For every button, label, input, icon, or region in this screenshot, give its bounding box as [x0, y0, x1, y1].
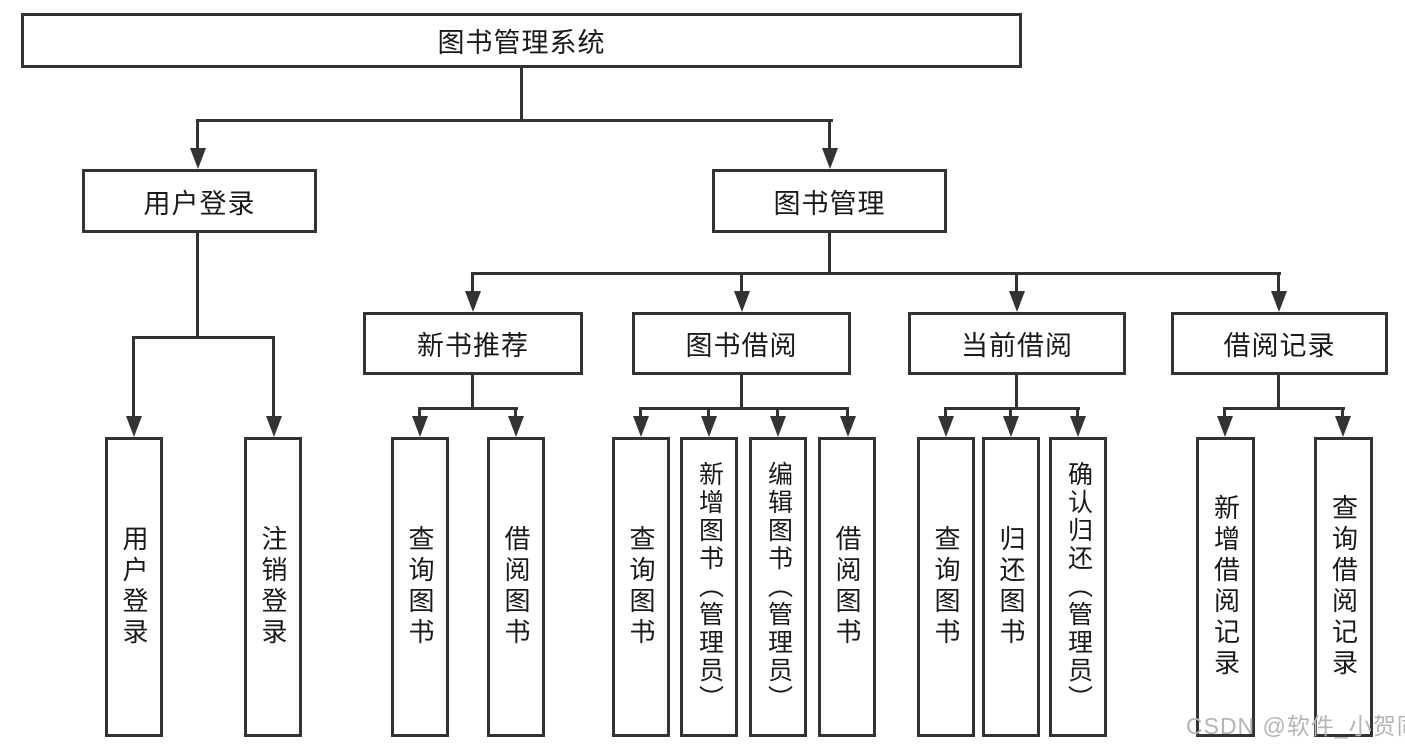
leaf-query-books-1: 查询图书 — [391, 437, 449, 737]
arrowhead-leaf-logout-icon — [266, 416, 282, 437]
edge-stem-userlogin — [196, 119, 199, 148]
arrowhead-current-icon — [1009, 291, 1025, 312]
arrowhead-g3-leaf1-icon — [938, 416, 954, 437]
edge-g2-stem2 — [707, 407, 710, 416]
leaf-query-books-3-label: 查询图书 — [931, 525, 961, 649]
arrowhead-g2-leaf4-icon — [840, 416, 856, 437]
leaf-edit-books-admin: 编辑图书（管理员） — [749, 437, 807, 737]
edge-root-rail — [197, 119, 833, 122]
edge-g1-stub — [471, 375, 474, 410]
leaf-confirm-return-admin-label: 确认归还（管理员） — [1064, 461, 1093, 713]
edge-bookmgmt-stub — [828, 232, 831, 274]
node-book-management: 图书管理 — [712, 169, 947, 233]
arrowhead-newbooks-icon — [465, 291, 481, 312]
edge-g3-rail — [944, 407, 1080, 410]
node-root-label: 图书管理系统 — [437, 28, 606, 58]
edge-g1-stem1 — [418, 407, 421, 416]
edge-stem-borrowing — [740, 272, 743, 291]
edge-stem-leaf-logout — [272, 336, 275, 416]
edge-g2-stem3 — [776, 407, 779, 416]
node-user-login-label: 用户登录 — [143, 188, 256, 219]
edge-g3-stem1 — [944, 407, 947, 416]
edge-stem-newbooks — [471, 272, 474, 291]
node-new-book-recommend-label: 新书推荐 — [417, 331, 529, 361]
leaf-borrow-books-1: 借阅图书 — [487, 437, 545, 737]
leaf-logout-label: 注销登录 — [258, 525, 288, 649]
leaf-user-login-label: 用户登录 — [119, 525, 149, 649]
watermark: CSDN @软件_小贺同学 — [1186, 713, 1405, 739]
arrowhead-bookmgmt-icon — [822, 148, 838, 169]
leaf-borrow-books-2: 借阅图书 — [818, 437, 876, 737]
node-user-login: 用户登录 — [82, 169, 317, 233]
edge-g3-stem2 — [1009, 407, 1012, 416]
node-borrowing-records: 借阅记录 — [1171, 312, 1388, 375]
node-book-borrowing-label: 图书借阅 — [685, 331, 798, 361]
edge-g2-stem4 — [846, 407, 849, 416]
arrowhead-borrowing-icon — [734, 291, 750, 312]
leaf-query-borrow-record-label: 查询借阅记录 — [1328, 494, 1359, 680]
arrowhead-userlogin-icon — [190, 148, 206, 169]
leaf-confirm-return-admin: 确认归还（管理员） — [1049, 437, 1107, 737]
node-new-book-recommend: 新书推荐 — [363, 312, 583, 375]
edge-g2-stub — [740, 375, 743, 410]
edge-root-stub — [520, 68, 523, 121]
arrowhead-g4-leaf2-icon — [1335, 416, 1351, 437]
edge-g4-rail — [1223, 407, 1345, 410]
leaf-query-books-1-label: 查询图书 — [405, 525, 435, 649]
arrowhead-leaf-login-icon — [126, 416, 142, 437]
leaf-add-books-admin-label: 新增图书（管理员） — [695, 461, 724, 713]
leaf-add-borrow-record: 新增借阅记录 — [1196, 437, 1255, 737]
arrowhead-g1-leaf2-icon — [508, 416, 524, 437]
leaf-return-books: 归还图书 — [982, 437, 1040, 737]
arrowhead-g1-leaf1-icon — [412, 416, 428, 437]
arrowhead-g4-leaf1-icon — [1217, 416, 1233, 437]
edge-g2-stem1 — [639, 407, 642, 416]
node-root: 图书管理系统 — [21, 13, 1022, 68]
edge-userlogin-stub — [196, 232, 199, 339]
edge-stem-current — [1015, 272, 1018, 291]
leaf-user-login: 用户登录 — [105, 437, 163, 737]
arrowhead-g2-leaf2-icon — [701, 416, 717, 437]
leaf-return-books-label: 归还图书 — [996, 525, 1026, 649]
node-current-borrowing-label: 当前借阅 — [961, 331, 1073, 361]
leaf-query-books-3: 查询图书 — [917, 437, 975, 737]
arrowhead-records-icon — [1271, 291, 1287, 312]
edge-g2-rail — [639, 407, 849, 410]
leaf-add-borrow-record-label: 新增借阅记录 — [1210, 494, 1241, 680]
edge-stem-bookmgmt — [828, 119, 831, 148]
arrowhead-g2-leaf1-icon — [633, 416, 649, 437]
leaf-logout: 注销登录 — [244, 437, 302, 737]
arrowhead-g3-leaf3-icon — [1070, 416, 1086, 437]
node-current-borrowing: 当前借阅 — [908, 312, 1126, 375]
leaf-query-books-2: 查询图书 — [612, 437, 670, 737]
node-book-management-label: 图书管理 — [773, 188, 886, 219]
edge-g3-stem3 — [1076, 407, 1079, 416]
edge-bookmgmt-rail — [471, 272, 1281, 275]
node-borrowing-records-label: 借阅记录 — [1223, 331, 1336, 361]
leaf-edit-books-admin-label: 编辑图书（管理员） — [764, 461, 793, 713]
arrowhead-g2-leaf3-icon — [770, 416, 786, 437]
edge-g4-stem1 — [1223, 407, 1226, 416]
leaf-borrow-books-2-label: 借阅图书 — [832, 525, 862, 649]
edge-g1-stem2 — [514, 407, 517, 416]
edge-g4-stub — [1277, 375, 1280, 410]
leaf-borrow-books-1-label: 借阅图书 — [501, 525, 531, 649]
arrowhead-g3-leaf2-icon — [1003, 416, 1019, 437]
edge-stem-leaf-login — [132, 336, 135, 416]
leaf-add-books-admin: 新增图书（管理员） — [680, 437, 738, 737]
edge-g3-stub — [1015, 375, 1018, 410]
leaf-query-books-2-label: 查询图书 — [626, 525, 656, 649]
edge-g4-stem2 — [1341, 407, 1344, 416]
edge-g1-rail — [418, 407, 518, 410]
edge-stem-records — [1277, 272, 1280, 291]
leaf-query-borrow-record: 查询借阅记录 — [1314, 437, 1373, 737]
node-book-borrowing: 图书借阅 — [632, 312, 851, 375]
edge-userlogin-rail — [132, 336, 275, 339]
